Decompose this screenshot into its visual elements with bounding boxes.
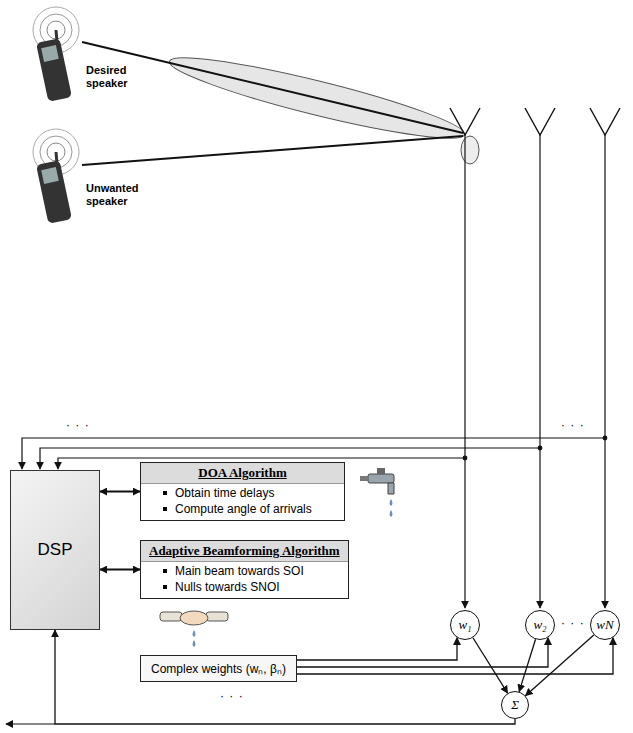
weight-multiplier: w₂ bbox=[525, 610, 555, 640]
phone-antenna bbox=[56, 30, 57, 42]
water-drop bbox=[390, 510, 393, 517]
bullet-text: Nulls towards SNOI bbox=[175, 580, 280, 594]
unwanted-signal-path bbox=[82, 136, 463, 165]
handshake-icon bbox=[160, 611, 228, 647]
feed-wire bbox=[604, 135, 605, 608]
tap-inlet bbox=[360, 476, 368, 481]
bullet-mark bbox=[163, 585, 167, 589]
node-text: w₁ bbox=[458, 617, 471, 633]
node-text: wN bbox=[596, 617, 613, 633]
bullet-text: Obtain time delays bbox=[175, 486, 274, 500]
ellipsis: · · · bbox=[561, 419, 585, 433]
ellipsis: · · · bbox=[66, 419, 90, 433]
signal-connector bbox=[297, 638, 457, 660]
junction-dot bbox=[463, 456, 467, 460]
water-drop bbox=[390, 499, 393, 506]
signal-connector bbox=[100, 569, 140, 571]
radio-wave bbox=[40, 14, 72, 46]
junction-dot bbox=[538, 446, 542, 450]
bullet-row: Main beam towards SOI bbox=[141, 562, 348, 578]
sleeve bbox=[206, 612, 228, 621]
node-text: DSP bbox=[38, 540, 73, 560]
unwanted-phone bbox=[33, 129, 79, 224]
bullet-mark bbox=[163, 507, 167, 511]
side-lobe bbox=[461, 136, 479, 164]
feed-wire bbox=[539, 135, 540, 608]
algorithm-title: Adaptive Beamforming Algorithm bbox=[141, 541, 348, 562]
bullet-text: Main beam towards SOI bbox=[175, 564, 304, 578]
algorithm-title: DOA Algorithm bbox=[141, 463, 344, 484]
algorithm-box: DOA AlgorithmObtain time delaysCompute a… bbox=[140, 462, 345, 521]
output-wire bbox=[6, 723, 55, 724]
antenna-array bbox=[450, 108, 620, 135]
radio-wave bbox=[40, 136, 72, 168]
water-drop bbox=[193, 630, 196, 637]
antenna-element bbox=[590, 108, 620, 135]
bullet-row: Nulls towards SNOI bbox=[141, 578, 348, 594]
junction-dot bbox=[603, 436, 607, 440]
dsp-box: DSP bbox=[10, 470, 100, 630]
bullet-row: Compute angle of arrivals bbox=[141, 500, 344, 516]
algorithm-box: Adaptive Beamforming AlgorithmMain beam … bbox=[140, 540, 349, 599]
weight-multiplier: wN bbox=[590, 610, 620, 640]
speaker-label: Unwanted speaker bbox=[86, 182, 150, 207]
signal-connector bbox=[519, 639, 535, 691]
summer: Σ bbox=[501, 691, 529, 719]
signal-connector bbox=[297, 638, 548, 667]
signal-connector bbox=[473, 638, 508, 693]
bullet-mark bbox=[163, 491, 167, 495]
tap-spout bbox=[388, 483, 394, 494]
tap-handle bbox=[377, 468, 385, 474]
signal-connector bbox=[55, 630, 515, 724]
signal-connector bbox=[100, 491, 140, 493]
sleeve bbox=[160, 612, 182, 621]
bullet-mark bbox=[163, 569, 167, 573]
antenna-element bbox=[525, 108, 555, 135]
desired-phone bbox=[33, 7, 79, 102]
water-drop bbox=[193, 640, 196, 647]
node-text: Complex weights (wₙ, βₙ) bbox=[151, 662, 286, 676]
bullet-text: Compute angle of arrivals bbox=[175, 502, 312, 516]
feed-wire bbox=[464, 135, 465, 608]
weights-box: Complex weights (wₙ, βₙ) bbox=[140, 655, 297, 682]
feed-wires bbox=[6, 135, 607, 724]
speaker-label: Desired speaker bbox=[86, 64, 150, 89]
signal-connector bbox=[297, 638, 613, 674]
node-text: Σ bbox=[511, 697, 519, 713]
phone-screen bbox=[41, 45, 59, 62]
bullet-row: Obtain time delays bbox=[141, 484, 344, 500]
phone-screen bbox=[41, 167, 59, 184]
ellipsis: · · · bbox=[220, 690, 244, 704]
ellipsis: · · · bbox=[561, 617, 585, 631]
weight-multiplier: w₁ bbox=[450, 610, 480, 640]
node-text: w₂ bbox=[533, 617, 546, 633]
tap-icon bbox=[360, 468, 394, 517]
phone-body bbox=[36, 160, 72, 224]
desired-signal-path bbox=[82, 42, 463, 133]
tap-pipe bbox=[368, 474, 394, 483]
phone-antenna bbox=[56, 152, 57, 164]
signal-connector bbox=[525, 635, 593, 696]
antenna-element bbox=[450, 108, 480, 135]
phone-body bbox=[36, 38, 72, 102]
clasped-hands bbox=[180, 611, 208, 625]
